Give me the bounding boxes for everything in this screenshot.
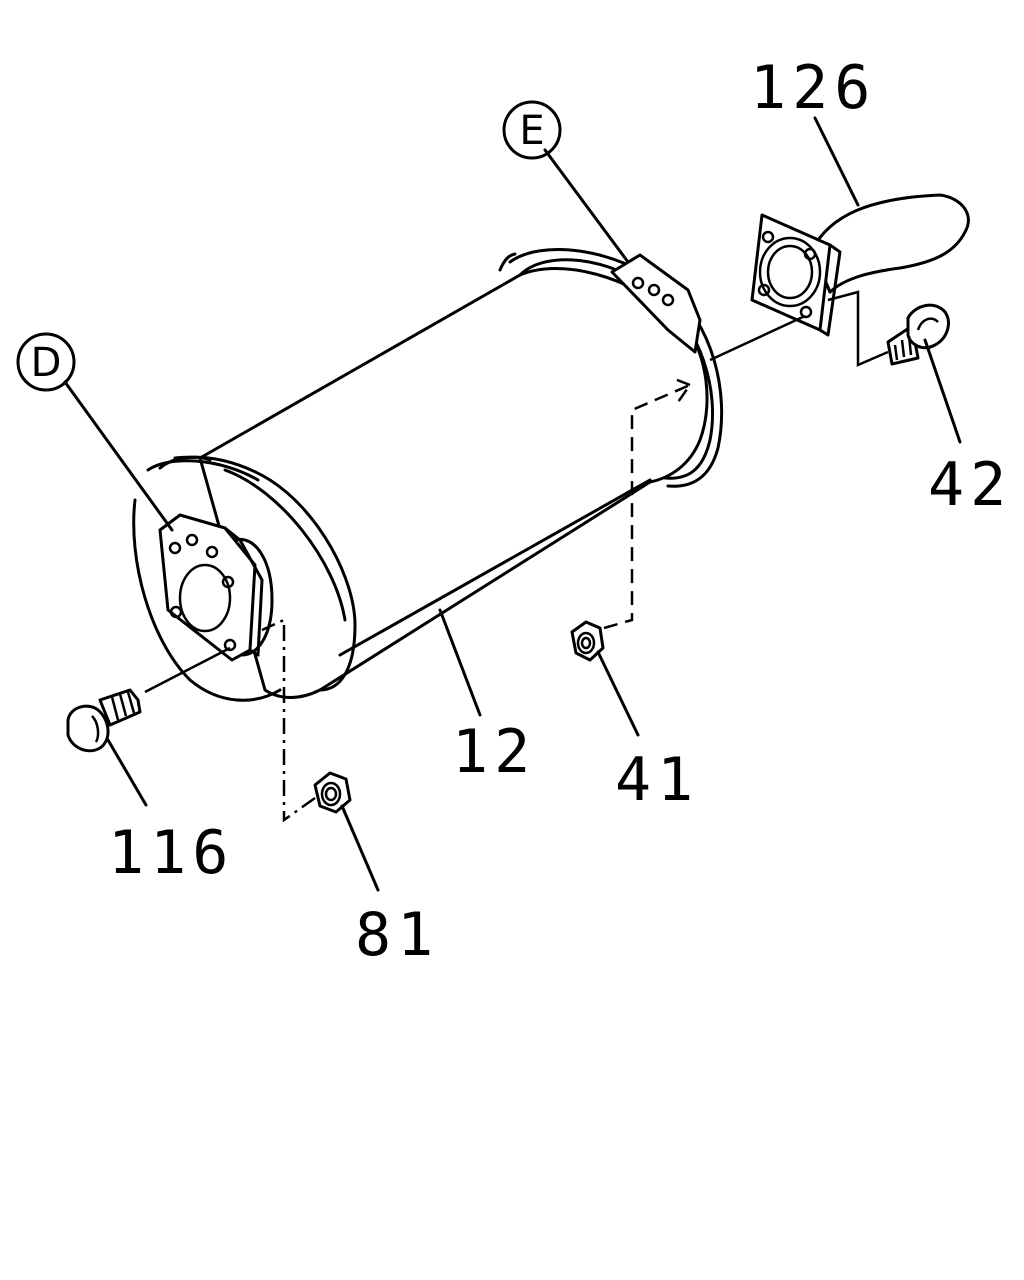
outlet-bracket	[610, 253, 702, 354]
assembly-lines	[144, 290, 889, 823]
nut-41	[570, 620, 605, 662]
inlet-flange	[158, 513, 274, 662]
ref-circle-d: D	[16, 332, 76, 392]
part-number-116: 116	[108, 818, 234, 888]
ref-label-e: E	[519, 108, 544, 154]
part-number-41: 41	[615, 745, 699, 815]
ref-circle-e: E	[502, 100, 562, 160]
callout-leaders	[63, 116, 962, 892]
part-number-81: 81	[355, 900, 439, 970]
nut-81	[313, 771, 352, 814]
tail-pipe-flange	[750, 213, 842, 337]
part-number-42: 42	[928, 450, 1012, 520]
ref-label-d: D	[31, 340, 62, 386]
bolt-116	[66, 688, 142, 753]
bolt-42	[886, 303, 950, 366]
part-number-126: 126	[750, 53, 876, 123]
part-number-12: 12	[452, 717, 536, 787]
